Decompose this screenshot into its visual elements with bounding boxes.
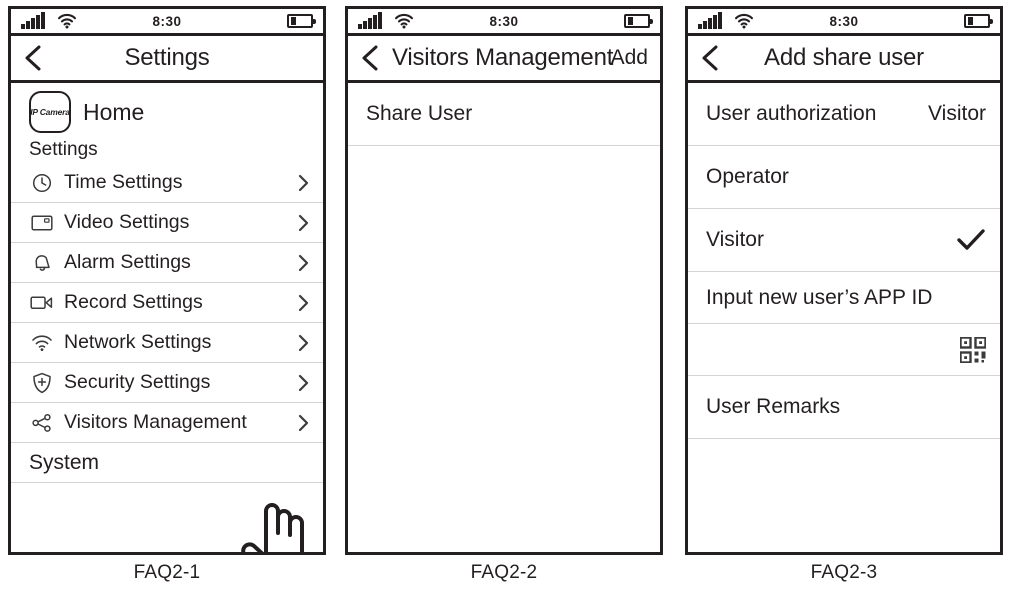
field-user-remarks[interactable]: User Remarks [688, 376, 1000, 439]
clock-icon [29, 173, 55, 193]
wifi-icon [394, 13, 414, 29]
status-bar-left [21, 12, 77, 29]
nav-bar: Settings [11, 36, 323, 83]
page-title: Settings [124, 44, 210, 71]
sidebar-item-label: Time Settings [64, 171, 183, 193]
nav-bar: Visitors Management Add [348, 36, 660, 83]
figure-caption: FAQ2-1 [133, 562, 201, 583]
ip-camera-badge-icon: IP Camera [29, 91, 71, 133]
status-bar-right [624, 14, 653, 28]
list-item-label: Share User [366, 102, 473, 125]
sidebar-item-label: Video Settings [64, 211, 190, 233]
sidebar-item-label: Visitors Management [64, 411, 247, 433]
camcorder-icon [29, 294, 55, 311]
wifi-icon [29, 334, 55, 352]
sidebar-item-record-settings[interactable]: Record Settings [11, 283, 323, 323]
chevron-right-icon [298, 334, 309, 352]
sidebar-item-visitors-management[interactable]: Visitors Management [11, 403, 323, 443]
cellular-signal-icon [698, 12, 722, 29]
shield-plus-icon [29, 372, 55, 394]
sidebar-item-label: System [29, 450, 100, 474]
wifi-icon [57, 13, 77, 29]
wifi-icon [734, 13, 754, 29]
option-label: Operator [706, 165, 789, 188]
sidebar-item-security-settings[interactable]: Security Settings [11, 363, 323, 403]
add-share-user-form: User authorization Visitor Operator Visi… [688, 83, 1000, 552]
status-bar-right [964, 14, 993, 28]
cellular-signal-icon [21, 12, 45, 29]
chevron-right-icon [298, 374, 309, 392]
phone-screen-visitors-management: 8:30 Visitors Management Add Share User [345, 6, 663, 555]
cellular-signal-icon [358, 12, 382, 29]
page-title: Add share user [764, 44, 924, 71]
nav-bar: Add share user [688, 36, 1000, 83]
battery-icon [964, 14, 993, 28]
share-nodes-icon [29, 413, 55, 433]
field-app-id[interactable]: Input new user’s APP ID [688, 272, 1000, 324]
battery-icon [287, 14, 316, 28]
picture-icon [29, 214, 55, 232]
settings-list: IP Camera Home Settings Time Settings [11, 83, 323, 552]
bell-icon [29, 252, 55, 274]
sidebar-item-label: Security Settings [64, 371, 211, 393]
visitors-list: Share User [348, 83, 660, 552]
phone-screen-settings: 8:30 Settings IP Camera Home Settings [8, 6, 326, 555]
back-chevron-icon[interactable] [700, 45, 720, 71]
row-qr-scan[interactable] [688, 324, 1000, 376]
list-item-share-user[interactable]: Share User [348, 83, 660, 146]
chevron-right-icon [298, 214, 309, 232]
chevron-right-icon [298, 174, 309, 192]
status-bar-left [358, 12, 414, 29]
option-label: Visitor [706, 228, 764, 251]
check-icon [956, 228, 986, 252]
battery-icon [624, 14, 653, 28]
sidebar-item-label: Alarm Settings [64, 251, 191, 273]
figure-caption: FAQ2-2 [470, 562, 538, 583]
phone-screen-add-share-user: 8:30 Add share user User authorization V… [685, 6, 1003, 555]
page-title: Visitors Management [392, 44, 614, 71]
field-label: User Remarks [706, 395, 841, 418]
status-bar-left [698, 12, 754, 29]
figure-caption: FAQ2-3 [810, 562, 878, 583]
sidebar-item-label: Network Settings [64, 331, 212, 353]
chevron-right-icon [298, 294, 309, 312]
sidebar-item-alarm-settings[interactable]: Alarm Settings [11, 243, 323, 283]
status-bar: 8:30 [348, 9, 660, 36]
device-home-row[interactable]: IP Camera Home [11, 83, 323, 137]
sidebar-item-video-settings[interactable]: Video Settings [11, 203, 323, 243]
status-bar-time: 8:30 [152, 13, 182, 29]
sidebar-item-system[interactable]: System [11, 443, 323, 483]
status-bar: 8:30 [11, 9, 323, 36]
settings-group-label: Settings [29, 139, 98, 160]
back-chevron-icon[interactable] [23, 45, 43, 71]
field-label: Input new user’s APP ID [706, 285, 933, 309]
field-label: User authorization [706, 102, 877, 125]
chevron-right-icon [298, 254, 309, 272]
sidebar-item-network-settings[interactable]: Network Settings [11, 323, 323, 363]
field-user-authorization[interactable]: User authorization Visitor [688, 83, 1000, 146]
status-bar-time: 8:30 [489, 13, 519, 29]
ip-camera-badge-label: IP Camera [30, 107, 70, 117]
status-bar-time: 8:30 [829, 13, 859, 29]
field-value: Visitor [928, 102, 986, 125]
pointing-hand-cursor [241, 501, 313, 552]
sidebar-item-time-settings[interactable]: Time Settings [11, 163, 323, 203]
status-bar-right [287, 14, 316, 28]
device-home-label: Home [83, 98, 145, 125]
sidebar-item-label: Record Settings [64, 291, 203, 313]
back-chevron-icon[interactable] [360, 45, 380, 71]
chevron-right-icon [298, 414, 309, 432]
status-bar: 8:30 [688, 9, 1000, 36]
qr-code-icon[interactable] [960, 336, 986, 363]
option-operator[interactable]: Operator [688, 146, 1000, 209]
add-button[interactable]: Add [610, 46, 648, 69]
option-visitor[interactable]: Visitor [688, 209, 1000, 272]
